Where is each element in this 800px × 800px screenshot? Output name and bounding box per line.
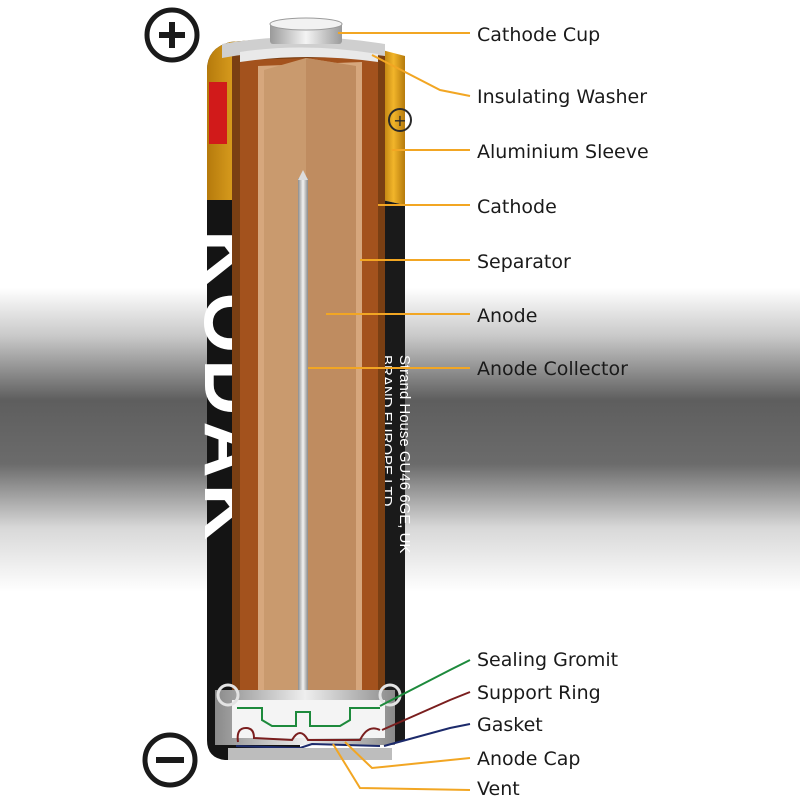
leader-gasket — [383, 723, 471, 747]
label-anode: Anode — [477, 305, 538, 327]
positive-terminal-icon — [144, 7, 200, 63]
label-separator: Separator — [477, 251, 571, 273]
anode-cap-shape — [228, 748, 392, 760]
label-cathode: Cathode — [477, 196, 557, 218]
label-vent: Vent — [477, 778, 520, 800]
label-insulating-washer: Insulating Washer — [477, 86, 648, 108]
leader-anode-cap — [344, 741, 471, 770]
cathode-cup — [269, 17, 343, 44]
leader-vent — [332, 743, 471, 791]
label-support-ring: Support Ring — [477, 682, 601, 704]
support-ring-shape — [236, 726, 381, 743]
red-brand-mark — [209, 82, 227, 144]
svg-text:+: + — [393, 111, 406, 130]
anode-collector-rod — [298, 170, 308, 738]
leader-lines — [308, 32, 471, 791]
label-gasket: Gasket — [477, 714, 543, 736]
leader-support-ring — [381, 691, 471, 731]
leader-sealing-gromit — [379, 659, 471, 707]
gasket-shape — [235, 742, 381, 750]
label-anode-collector: Anode Collector — [477, 358, 628, 380]
label-sealing-gromit: Sealing Gromit — [477, 649, 619, 671]
casing-plus-icon — [388, 108, 412, 132]
casing-address-line2: Strand House GU46 6GE, UK — [396, 355, 413, 553]
negative-terminal-icon — [142, 732, 198, 788]
battery-cutaway — [222, 37, 385, 742]
leader-insulating-washer — [371, 54, 471, 97]
label-aluminium-sleeve: Aluminium Sleeve — [477, 141, 649, 163]
bottom-seal-assembly — [215, 683, 402, 760]
sealing-gromit-shape — [237, 707, 380, 727]
label-cathode-cup: Cathode Cup — [477, 24, 601, 46]
label-anode-cap: Anode Cap — [477, 748, 581, 770]
